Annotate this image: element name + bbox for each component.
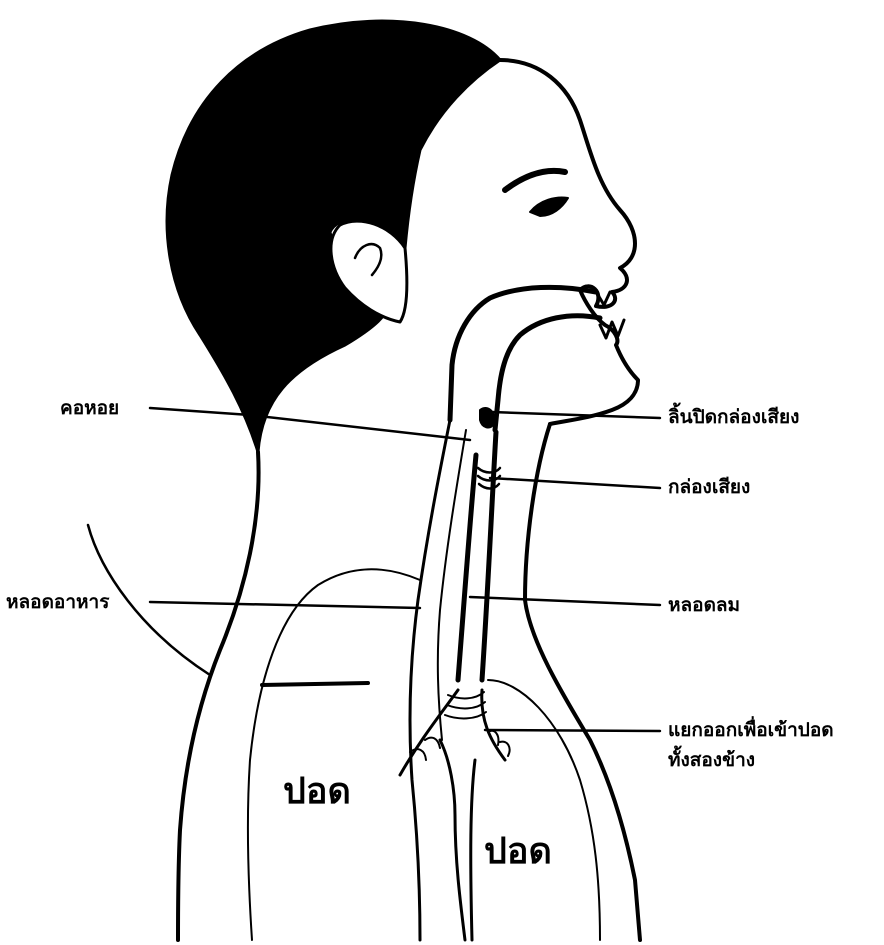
label-lung-left: ปอด [283, 762, 351, 819]
leader-larynx [490, 478, 660, 488]
label-bronchi-line1: แยกออกเพื่อเข้าปอด [668, 719, 834, 743]
leader-lines [150, 408, 660, 731]
label-trachea: หลอดลม [668, 594, 740, 618]
eyebrow [505, 171, 565, 190]
lung-left-outline [248, 569, 420, 940]
leader-esophagus [150, 602, 420, 608]
label-bronchi-line2: ทั้งสองข้าง [668, 749, 834, 773]
label-pharynx: คอหอย [60, 397, 119, 421]
leader-bronchi [485, 730, 660, 731]
eye [530, 198, 568, 216]
label-esophagus: หลอดอาหาร [6, 591, 109, 615]
lung-marker-bar [262, 683, 368, 685]
mouth-interior [450, 287, 596, 420]
esophagus-tube-inner [438, 430, 466, 740]
trachea-front [482, 432, 496, 680]
trachea-back [458, 455, 476, 680]
label-bronchi: แยกออกเพื่อเข้าปอด ทั้งสองข้าง [668, 719, 834, 773]
esophagus-tube [410, 420, 450, 940]
leader-trachea [470, 597, 660, 605]
leader-pharynx [150, 408, 470, 440]
face-outline [500, 60, 638, 424]
neck-back [178, 452, 259, 940]
label-lung-right: ปอด [484, 822, 552, 879]
label-epiglottis: ลิ้นปิดกล่องเสียง [668, 406, 799, 430]
label-larynx: กล่องเสียง [668, 476, 750, 500]
lung-right-outline [488, 680, 600, 940]
leader-epiglottis [492, 412, 660, 418]
bronchi-rings [410, 692, 510, 760]
